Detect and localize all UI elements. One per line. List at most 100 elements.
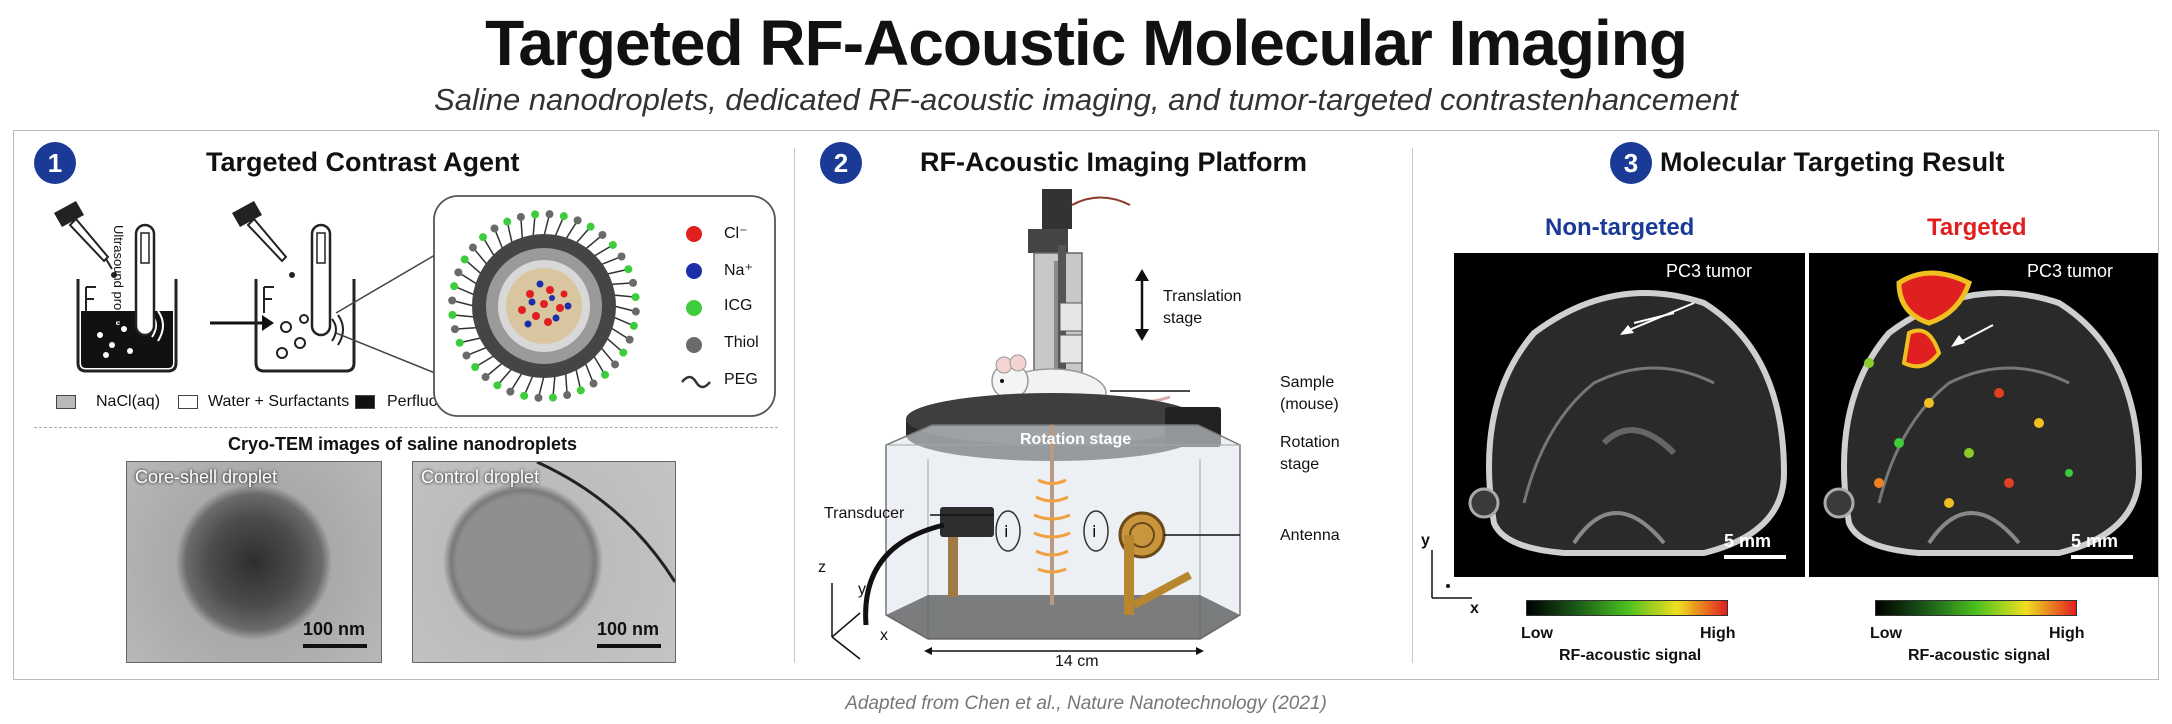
icg-particle: [450, 282, 459, 291]
beaker-icon: [254, 279, 356, 373]
icg-particle: [520, 391, 529, 400]
colorbar-high: High: [1700, 625, 1736, 642]
icg-particle: [601, 370, 610, 379]
image-title-targeted: Targeted: [1927, 214, 2027, 241]
thiol-particle: [573, 216, 582, 225]
thiol-particle: [629, 278, 638, 287]
icg-particle: [548, 393, 557, 402]
legend-swatch-water: [178, 395, 198, 409]
icg-particle: [448, 310, 457, 319]
scale-label: 5 mm: [1724, 531, 1772, 551]
image-title-non-targeted: Non-targeted: [1545, 214, 1695, 241]
label-rotation-stage: Rotation stage: [1280, 434, 1340, 473]
particle-legend-label: Cl⁻: [724, 225, 748, 242]
tumor-label: PC3 tumor: [2027, 261, 2114, 281]
cryo-title: Cryo-TEM images of saline nanodroplets: [228, 434, 578, 454]
legend-dot-icg: [686, 300, 702, 316]
acoustic-waves: [1033, 478, 1071, 574]
axis-label-y: y: [1421, 532, 1430, 549]
thiol-particle: [448, 296, 457, 305]
thiol-particle: [516, 212, 525, 221]
beaker-icon: [76, 279, 178, 373]
scale-label: 100 nm: [597, 619, 660, 639]
scale-label: 100 nm: [303, 619, 366, 639]
tem-label: Core-shell droplet: [135, 467, 278, 487]
colorbar-low: Low: [1521, 625, 1553, 642]
icg-particle: [608, 240, 617, 249]
colorbar: [1875, 600, 2077, 616]
figure-frame: [13, 130, 2159, 680]
thiol-particle: [611, 360, 620, 369]
particle-legend-label: Thiol: [724, 334, 759, 351]
imaging-platform-diagram: i i: [831, 189, 1241, 660]
probe-icon: [310, 223, 332, 337]
icg-particle: [624, 265, 633, 274]
particle-legend-label: Na⁺: [724, 262, 753, 279]
icg-particle: [471, 363, 480, 372]
icg-particle: [460, 255, 469, 264]
ultrasound-image-targeted: PC3 tumor 5 mm: [1809, 253, 2158, 577]
colorbar-high: High: [2049, 625, 2085, 642]
axes-icon: [1431, 550, 1472, 599]
scale-bar: [2071, 555, 2133, 559]
scale-bar: [597, 644, 661, 648]
panel-number-badge: 2: [820, 142, 862, 184]
label-rotation-stage-on: Rotation stage: [1020, 431, 1132, 448]
icg-particle: [503, 217, 512, 226]
tem-image-core-shell: Core-shell droplet 100 nm: [126, 461, 382, 663]
thiol-particle: [450, 325, 459, 334]
tem-label: Control droplet: [421, 467, 540, 487]
legend-dot-thiol: [686, 337, 702, 353]
thiol-particle: [468, 243, 477, 252]
panel-number-badge: 1: [34, 142, 76, 184]
scale-bar: [303, 644, 367, 648]
scale-label: 5 mm: [2071, 531, 2119, 551]
thiol-particle: [481, 373, 490, 382]
label-translation-stage: Translation stage: [1163, 288, 1242, 327]
probe-label: Ultrasound probe: [111, 225, 126, 325]
panel-divider: [1412, 148, 1413, 663]
legend-swatch-pfc: [355, 395, 375, 409]
pipette-icon: [54, 201, 117, 278]
panel-divider: [794, 148, 795, 663]
thiol-particle: [563, 391, 572, 400]
label-width: 14 cm: [1055, 653, 1099, 670]
label-sample: Sample (mouse): [1280, 374, 1339, 413]
antenna-icon: [1118, 511, 1192, 615]
legend-label: Water + Surfactants: [208, 393, 350, 410]
icg-particle: [559, 212, 568, 221]
particle-legend-label: PEG: [724, 371, 758, 388]
tumor-label: PC3 tumor: [1666, 261, 1753, 281]
nanodroplet-icon: [448, 210, 640, 402]
panel-title: Targeted Contrast Agent: [206, 147, 520, 177]
panel-title: Molecular Targeting Result: [1660, 147, 2005, 177]
thiol-particle: [598, 230, 607, 239]
panel-title: RF-Acoustic Imaging Platform: [920, 147, 1308, 177]
icg-particle: [586, 222, 595, 231]
thiol-particle: [506, 387, 515, 396]
axis-label-z: z: [818, 559, 826, 576]
thiol-particle: [454, 268, 463, 277]
label-antenna: Antenna: [1280, 527, 1340, 544]
colorbar: [1526, 600, 1728, 616]
icg-particle: [455, 338, 464, 347]
probe-icon: [134, 223, 156, 337]
particle-legend-label: ICG: [724, 297, 753, 314]
colorbar-label: RF-acoustic signal: [1559, 647, 1702, 664]
footer-citation: Adapted from Chen et al., Nature Nanotec…: [845, 693, 1327, 714]
thiol-particle: [631, 307, 640, 316]
axis-label-x: x: [1470, 600, 1479, 617]
icg-particle: [478, 233, 487, 242]
thiol-particle: [589, 379, 598, 388]
legend-swatch-nacl: [56, 395, 76, 409]
water-tank: [885, 424, 1241, 640]
icg-particle: [531, 210, 540, 219]
page-subtitle: Saline nanodroplets, dedicated RF-acoust…: [434, 82, 1738, 117]
panel-number-badge: 3: [1610, 142, 1652, 184]
ultrasound-image-non-targeted: PC3 tumor 5 mm: [1454, 253, 1805, 577]
tem-image-control: Control droplet 100 nm: [412, 461, 676, 663]
thiol-particle: [534, 393, 543, 402]
thiol-particle: [617, 252, 626, 261]
label-transducer: Transducer: [824, 505, 905, 522]
legend-dot-cl: [686, 226, 702, 242]
